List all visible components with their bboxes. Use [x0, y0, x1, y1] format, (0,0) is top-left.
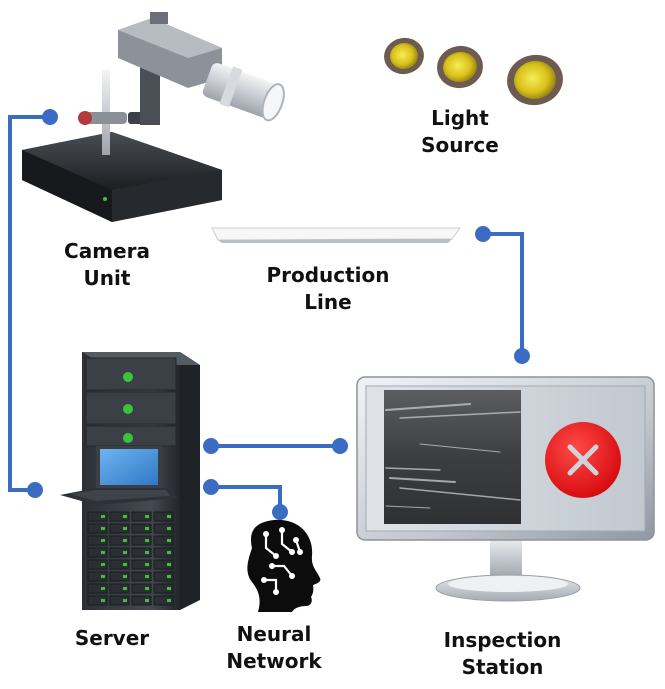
- light-source-icon: [384, 37, 563, 106]
- drive-bay: [131, 583, 152, 594]
- drive-bay: [131, 535, 152, 546]
- drive-bay-led: [167, 563, 171, 566]
- production-line-icon: [211, 227, 461, 243]
- drive-bay: [131, 511, 152, 522]
- drive-bay-led: [101, 563, 105, 566]
- drive-bay: [131, 547, 152, 558]
- inspection-station-label-line1: Inspection: [443, 628, 562, 652]
- light-source-label-line2: Source: [421, 133, 499, 157]
- drive-bay: [109, 547, 130, 558]
- drive-bay-led: [101, 539, 105, 542]
- light-source-label-line1: Light: [431, 106, 489, 130]
- drive-bay-led: [123, 515, 127, 518]
- drive-bay-led: [123, 527, 127, 530]
- production-line-label: Production Line: [243, 262, 413, 316]
- drive-bay: [109, 523, 130, 534]
- drive-bay-led: [167, 551, 171, 554]
- neural-network-label-line2: Network: [226, 649, 322, 673]
- drive-bay-led: [145, 527, 149, 530]
- camera-unit-label: Camera Unit: [42, 238, 172, 292]
- drive-bay-led: [101, 575, 105, 578]
- drive-bay-led: [145, 515, 149, 518]
- inspection-station-label-line2: Station: [461, 655, 544, 679]
- drive-bay: [87, 559, 108, 570]
- drive-bay-led: [167, 575, 171, 578]
- drive-bay-led: [123, 551, 127, 554]
- drive-bay-led: [145, 539, 149, 542]
- connector-camera-server: [8, 109, 58, 498]
- drive-bay-led: [101, 515, 105, 518]
- drive-bay-led: [101, 527, 105, 530]
- drive-bay: [153, 559, 174, 570]
- drive-bay: [87, 571, 108, 582]
- drive-bay: [153, 547, 174, 558]
- drive-bay: [153, 583, 174, 594]
- drive-bay-led: [123, 539, 127, 542]
- drive-bay: [87, 511, 108, 522]
- camera-unit-icon: [22, 12, 285, 222]
- drive-bay: [153, 571, 174, 582]
- drive-bay-led: [167, 599, 171, 602]
- drive-bay: [109, 535, 130, 546]
- server-label-line1: Server: [74, 626, 150, 650]
- drive-bay-led: [123, 587, 127, 590]
- drive-bay-led: [101, 599, 105, 602]
- drive-bay-led: [123, 599, 127, 602]
- drive-bay: [153, 595, 174, 606]
- drive-bay: [87, 523, 108, 534]
- drive-bay: [109, 511, 130, 522]
- drive-bay: [131, 523, 152, 534]
- inspection-camera-feed: [384, 390, 521, 524]
- drive-bay: [87, 547, 108, 558]
- connector-server-inspection: [203, 438, 348, 454]
- server-rack-icon: [60, 352, 200, 610]
- drive-bay: [109, 583, 130, 594]
- inspection-station-label: Inspection Station: [430, 627, 575, 681]
- monitor-icon: [356, 376, 655, 602]
- drive-bay: [153, 535, 174, 546]
- drive-bay-led: [145, 587, 149, 590]
- drive-bay: [109, 595, 130, 606]
- drive-bay-led: [123, 575, 127, 578]
- camera-unit-label-line1: Camera: [64, 239, 150, 263]
- production-line-label-line1: Production: [266, 263, 390, 287]
- drive-bay-led: [101, 587, 105, 590]
- neural-network-head-icon: [247, 519, 321, 612]
- camera-unit-label-line2: Unit: [83, 266, 131, 290]
- drive-bay-led: [123, 563, 127, 566]
- drive-bay-led: [145, 563, 149, 566]
- drive-bay: [153, 523, 174, 534]
- production-line-label-line2: Line: [304, 290, 352, 314]
- drive-bay: [109, 559, 130, 570]
- drive-bay-led: [145, 575, 149, 578]
- drive-bay-led: [145, 551, 149, 554]
- drive-bay-led: [167, 539, 171, 542]
- drive-bay-led: [167, 527, 171, 530]
- connector-server-neuralnetwork: [203, 479, 288, 520]
- drive-bay: [87, 535, 108, 546]
- neural-network-label: Neural Network: [214, 621, 334, 675]
- drive-bay: [109, 571, 130, 582]
- drive-bay-led: [167, 515, 171, 518]
- reject-x-icon: [545, 422, 621, 498]
- connector-productionline-inspection: [475, 226, 530, 364]
- drive-bay: [131, 571, 152, 582]
- drive-bay: [87, 583, 108, 594]
- server-drive-bays: [87, 511, 174, 606]
- drive-bay: [131, 559, 152, 570]
- drive-bay-led: [145, 599, 149, 602]
- drive-bay-led: [167, 587, 171, 590]
- drive-bay: [153, 511, 174, 522]
- drive-bay-led: [101, 551, 105, 554]
- drive-bay: [131, 595, 152, 606]
- neural-network-label-line1: Neural: [236, 622, 312, 646]
- light-source-label: Light Source: [405, 105, 515, 159]
- drive-bay: [87, 595, 108, 606]
- server-label: Server: [62, 625, 162, 652]
